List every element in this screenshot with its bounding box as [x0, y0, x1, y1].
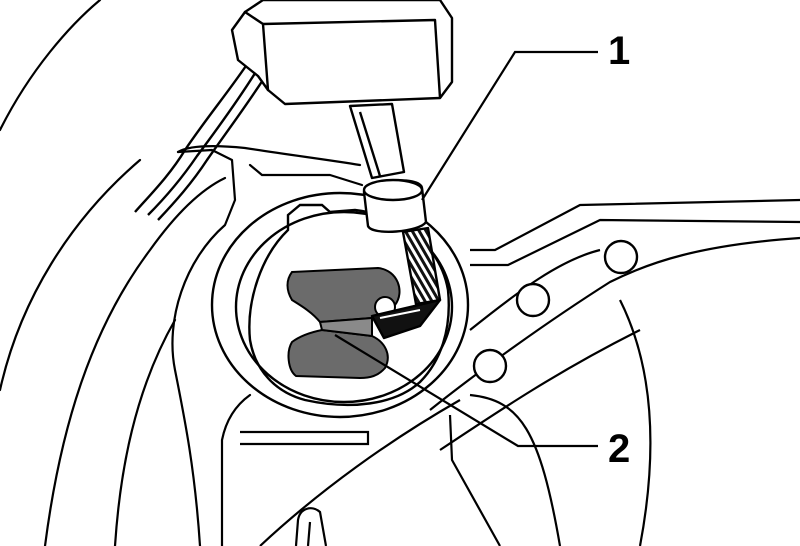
bracket-inner-rib — [448, 414, 501, 546]
probe-connector-side — [230, 10, 270, 92]
bracket-rib-2 — [469, 393, 562, 546]
housing-top-flange — [176, 145, 362, 167]
leader-line-2 — [334, 334, 598, 448]
bottom-stub — [294, 507, 328, 546]
callout-label-1: 1 — [608, 29, 630, 73]
outer-arc-left — [0, 0, 102, 132]
shaft-lower-segment — [287, 328, 389, 380]
housing-step-left — [113, 318, 177, 546]
bracket-rib-3 — [619, 299, 652, 546]
bolt-holes — [472, 239, 639, 384]
outer-arc-lower-left — [0, 158, 142, 392]
probe-collar-top — [362, 178, 424, 202]
leader-line-1 — [421, 50, 598, 201]
leader-lines — [334, 50, 598, 448]
probe-cable-2 — [147, 61, 264, 216]
inner-housing-left — [43, 176, 227, 546]
housing-body-edge — [171, 148, 237, 546]
bolt-hole-3 — [472, 348, 508, 384]
probe-tip-highlight — [379, 309, 421, 319]
bracket-upper-left — [248, 163, 364, 187]
probe-tool — [134, 0, 454, 340]
callout-labels: 1 2 — [608, 29, 630, 471]
bolt-hole-2 — [515, 282, 551, 318]
housing-outline — [0, 0, 364, 546]
probe-stem-edge — [358, 111, 382, 177]
bracket-lower-edge — [259, 399, 461, 546]
bracket-diagonal-outer — [469, 248, 601, 331]
bracket-top-inner — [470, 218, 800, 267]
probe-cable-3 — [157, 65, 274, 221]
bracket-inner-lower — [439, 329, 641, 451]
callout-label-2: 2 — [608, 427, 630, 471]
shaft-center-neck — [318, 316, 373, 338]
probe-tip — [370, 298, 442, 340]
bracket-top-edge — [470, 198, 800, 252]
bolt-hole-1 — [603, 239, 639, 275]
probe-cable — [134, 59, 251, 213]
probe-connector-box — [243, 0, 454, 106]
slot-bar — [240, 430, 370, 446]
probe-connector-front — [262, 18, 442, 99]
housing-inner-bottom — [220, 393, 252, 546]
